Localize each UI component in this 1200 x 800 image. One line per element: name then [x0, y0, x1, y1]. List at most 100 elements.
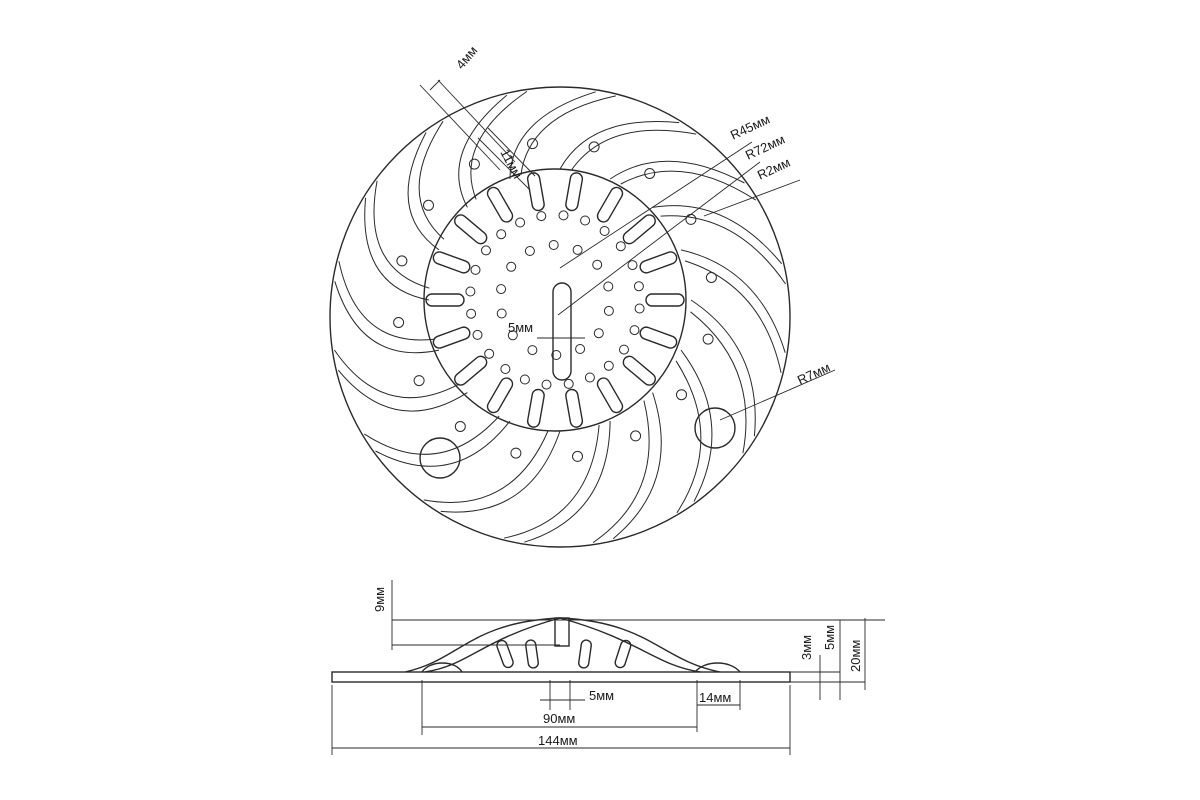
rib-curve [675, 360, 702, 514]
drain-hole [454, 421, 466, 432]
radial-slot [639, 326, 678, 349]
drain-hole [603, 305, 614, 316]
drain-hole [496, 229, 507, 240]
rib-curve [592, 400, 650, 544]
drain-hole [603, 281, 614, 292]
center-slot [552, 282, 572, 381]
rib-curve [458, 94, 508, 208]
radial-slot [596, 186, 624, 223]
rib-curve [620, 170, 757, 201]
drain-hole [536, 211, 547, 222]
rib-curve [571, 129, 697, 170]
radial-slot [454, 355, 488, 386]
label-center-slot: 5мм [508, 320, 533, 335]
drain-hole [644, 168, 656, 179]
side-slot [578, 639, 592, 669]
radial-slot [565, 388, 584, 428]
label-side-foot: 14мм [699, 690, 731, 705]
foot-right [694, 407, 736, 449]
rib-curve [407, 132, 440, 251]
drain-hole [676, 389, 687, 401]
rib-curve [509, 91, 596, 180]
radial-slot [622, 355, 656, 386]
rib-curve [418, 120, 445, 240]
radial-slot [622, 214, 656, 245]
radial-slot [432, 326, 471, 349]
drain-hole [519, 374, 530, 385]
radial-slot [639, 251, 678, 274]
radial-slot [425, 293, 465, 307]
drain-hole [563, 378, 574, 389]
drain-hole [484, 348, 495, 359]
rib-curve [423, 430, 549, 503]
drain-hole [603, 360, 614, 371]
base-plate [331, 671, 791, 683]
rib-curve [470, 90, 528, 200]
foot-profile-left [421, 662, 463, 673]
drain-hole [524, 246, 535, 256]
rib-curve [333, 349, 460, 399]
drain-hole [466, 308, 477, 319]
drain-hole [584, 372, 595, 383]
label-slot-length: 11мм [497, 146, 525, 181]
drain-hole [527, 345, 538, 356]
rib-curve [504, 424, 600, 539]
drain-hole [496, 284, 507, 295]
drain-hole [685, 213, 697, 225]
drain-hole [396, 255, 408, 267]
drain-hole [551, 350, 562, 360]
radial-slot [486, 377, 514, 414]
drain-hole [580, 215, 591, 226]
drain-hole [541, 379, 552, 390]
rib-curve [609, 160, 745, 184]
drain-hole [627, 260, 638, 271]
rib-curve [690, 311, 747, 454]
drain-hole [500, 364, 511, 374]
drain-hole [630, 430, 642, 442]
drain-hole [423, 199, 434, 211]
radial-slots [425, 172, 685, 428]
radial-slot [565, 172, 584, 212]
rib-curve [524, 420, 611, 543]
radial-slot [432, 251, 471, 274]
rib-curve [690, 299, 756, 437]
drain-hole [634, 303, 645, 314]
radial-slot [454, 214, 488, 245]
rib-curve [660, 215, 787, 285]
rib-curve [338, 261, 436, 341]
drain-hole [393, 317, 405, 328]
radial-slot [486, 186, 514, 223]
label-side-inner: 90мм [543, 711, 575, 726]
side-slot [525, 639, 539, 669]
drain-hole [496, 308, 507, 319]
drain-hole [592, 259, 603, 270]
outer-rim [329, 86, 791, 548]
radial-slot [645, 293, 685, 307]
drain-hole [472, 329, 483, 340]
label-height-5: 5мм [822, 625, 837, 650]
rib-curve [337, 369, 468, 412]
label-hole-radius: R2мм [755, 155, 793, 183]
drain-hole [705, 272, 717, 283]
drain-hole [575, 344, 586, 354]
drain-hole [481, 245, 491, 256]
drain-hole [506, 261, 517, 272]
drain-hole [548, 240, 559, 250]
drain-hole [468, 158, 480, 170]
side-dimensions [331, 580, 885, 755]
rib-curve [373, 180, 430, 289]
side-slot [614, 639, 632, 669]
label-height-total: 20мм [848, 640, 863, 672]
drain-hole [515, 217, 526, 228]
drain-hole [588, 141, 600, 153]
drain-hole [619, 344, 629, 355]
rib-curves [333, 90, 787, 544]
drain-hole [470, 264, 481, 275]
label-height-3: 3мм [799, 635, 814, 660]
top-view [329, 86, 791, 548]
drain-hole [465, 286, 476, 297]
drain-hole [413, 375, 425, 387]
drain-hole [572, 450, 583, 462]
drain-holes [393, 138, 717, 462]
label-side-total: 144мм [538, 733, 578, 748]
